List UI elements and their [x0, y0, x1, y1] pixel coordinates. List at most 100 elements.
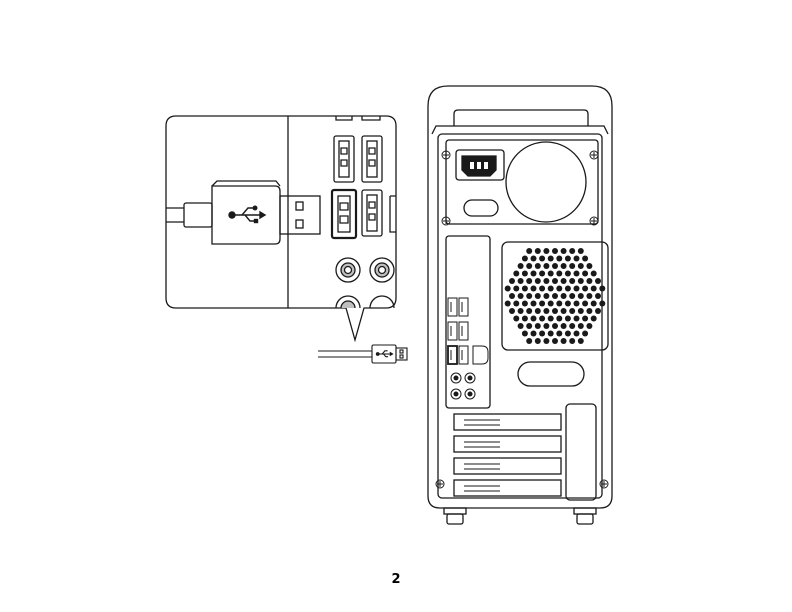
vent-hole: [535, 248, 541, 254]
vent-hole: [595, 308, 601, 314]
vent-hole: [548, 316, 554, 322]
vent-hole: [535, 293, 541, 299]
vent-hole: [595, 278, 601, 284]
vent-grille-icon: [502, 242, 608, 350]
vent-hole: [582, 256, 588, 262]
vent-hole: [561, 338, 567, 344]
vent-hole: [543, 248, 549, 254]
io-audio-jacks: [451, 373, 475, 399]
vent-hole: [556, 316, 562, 322]
vent-hole: [561, 293, 567, 299]
vent-hole: [539, 271, 545, 277]
io-panel: [446, 236, 490, 408]
vent-hole: [543, 278, 549, 284]
vent-hole: [526, 263, 532, 269]
vent-hole: [586, 308, 592, 314]
vent-hole: [552, 293, 558, 299]
vent-hole: [548, 301, 554, 307]
vent-hole: [569, 323, 575, 329]
vent-hole: [569, 308, 575, 314]
vent-hole: [574, 316, 580, 322]
vent-hole: [518, 263, 524, 269]
vent-hole: [543, 338, 549, 344]
vent-hole: [582, 316, 588, 322]
vent-hole: [565, 256, 571, 262]
vent-hole: [561, 278, 567, 284]
vent-hole: [543, 308, 549, 314]
vent-hole: [578, 323, 584, 329]
vent-hole: [539, 286, 545, 292]
tower-feet: [444, 508, 596, 524]
vent-hole: [522, 256, 528, 262]
vent-hole: [599, 301, 605, 307]
vent-hole: [526, 248, 532, 254]
vent-hole: [505, 286, 511, 292]
vent-hole: [578, 293, 584, 299]
vent-hole: [513, 271, 519, 277]
vent-hole: [578, 248, 584, 254]
io-usb-ports: [448, 298, 468, 364]
vent-hole: [586, 323, 592, 329]
vent-hole: [522, 316, 528, 322]
vent-hole: [591, 286, 597, 292]
vent-hole: [526, 293, 532, 299]
vent-hole: [535, 308, 541, 314]
vent-hole: [569, 338, 575, 344]
vent-hole: [548, 331, 554, 337]
vent-hole: [518, 278, 524, 284]
vent-hole: [569, 293, 575, 299]
vent-hole: [561, 308, 567, 314]
vent-hole: [531, 256, 537, 262]
vent-hole: [552, 278, 558, 284]
vent-hole: [509, 278, 515, 284]
vent-hole: [586, 263, 592, 269]
vent-hole: [565, 301, 571, 307]
vent-hole: [578, 263, 584, 269]
vent-hole: [518, 293, 524, 299]
vent-hole: [518, 308, 524, 314]
vent-hole: [582, 286, 588, 292]
vent-hole: [518, 323, 524, 329]
vent-hole: [531, 316, 537, 322]
vent-hole: [556, 271, 562, 277]
vent-hole: [548, 256, 554, 262]
vent-hole: [509, 293, 515, 299]
vent-hole: [591, 316, 597, 322]
vent-hole: [565, 316, 571, 322]
vent-hole: [565, 286, 571, 292]
vent-hole: [513, 301, 519, 307]
vent-hole: [513, 286, 519, 292]
vent-hole: [522, 286, 528, 292]
desktop-tower-rear: [428, 86, 612, 524]
vent-hole: [574, 301, 580, 307]
vent-hole: [539, 301, 545, 307]
vent-hole: [586, 293, 592, 299]
usb-cable-small: [318, 345, 407, 363]
vent-hole: [569, 248, 575, 254]
callout-zoom: [166, 116, 396, 340]
vent-hole: [539, 331, 545, 337]
vent-hole: [574, 256, 580, 262]
vent-hole: [552, 263, 558, 269]
vent-hole: [522, 271, 528, 277]
power-inlet-icon: [462, 156, 496, 176]
vent-hole: [574, 331, 580, 337]
vent-hole: [526, 308, 532, 314]
vent-hole: [526, 323, 532, 329]
vent-hole: [561, 323, 567, 329]
vent-hole: [548, 271, 554, 277]
vent-hole: [535, 278, 541, 284]
vent-hole: [565, 331, 571, 337]
vent-hole: [526, 338, 532, 344]
vent-hole: [509, 308, 515, 314]
vent-hole: [556, 301, 562, 307]
vent-hole: [565, 271, 571, 277]
vent-hole: [574, 271, 580, 277]
screw-icon: [436, 151, 608, 488]
vent-hole: [582, 271, 588, 277]
vent-hole: [561, 263, 567, 269]
vent-hole: [531, 286, 537, 292]
vent-hole: [531, 331, 537, 337]
vent-hole: [552, 323, 558, 329]
vent-hole: [569, 263, 575, 269]
